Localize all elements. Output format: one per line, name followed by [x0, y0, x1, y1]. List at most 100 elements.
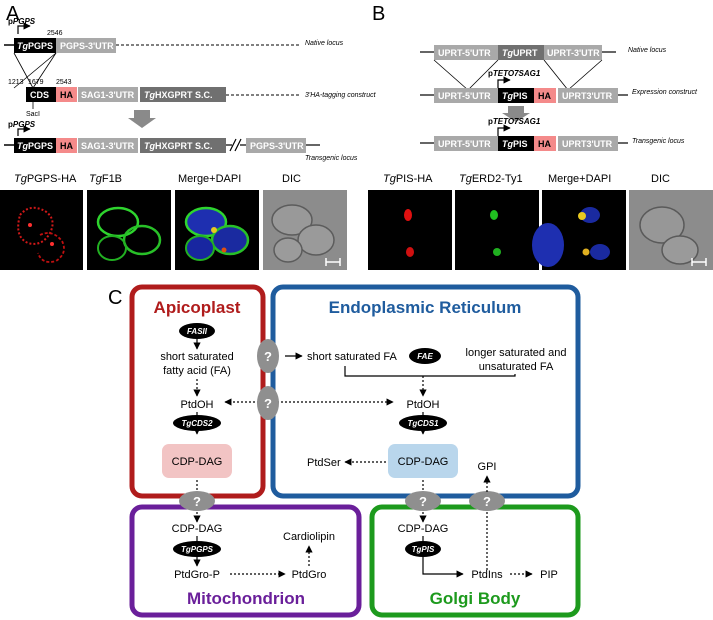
tgcds2-enzyme	[173, 415, 221, 431]
apicoplast-title: Apicoplast	[154, 298, 241, 317]
sag1-label-1: SAG1-3'UTR	[81, 90, 135, 100]
fasii-enzyme	[179, 323, 215, 339]
micrograph-a2-green	[87, 190, 171, 270]
promoter-label-b2: pTETO7SAG1	[488, 117, 541, 126]
uprt5-label-1: UPRT-5'UTR	[438, 48, 491, 58]
short-sat-fa-er: short saturated FA	[307, 351, 398, 363]
cds-label: CDS	[30, 90, 49, 100]
promoter-label-b1: pTETO7SAG1	[488, 69, 541, 78]
native-locus-label-b: Native locus	[628, 47, 667, 54]
transgenic-locus-label-a: Transgenic locus	[305, 155, 358, 162]
pos-1213: 1213	[8, 79, 24, 86]
promoter-label-a1: pPGPS	[8, 17, 36, 26]
tgpgps-box-2	[14, 138, 56, 153]
panel-a: A pPGPS 2546 TgPGPS PGPS-3'UTR Native lo…	[0, 3, 377, 270]
uprt3-box-3	[558, 136, 618, 151]
tgpis-label-2: TgPIS	[502, 139, 528, 149]
cds-box	[26, 87, 56, 102]
ha-label-a2: HA	[60, 141, 73, 151]
panel-b: B UPRT-5'UTR TgUPRT UPRT-3'UTR Native lo…	[368, 3, 713, 270]
micrograph-b3-merge	[532, 190, 626, 270]
tgpgps-label-2: TgPGPS	[17, 141, 53, 151]
pos-1679: 1679	[28, 79, 44, 86]
uprt3-box-2	[558, 88, 618, 103]
ha-label-b1: HA	[538, 91, 551, 101]
ha-label-a1: HA	[60, 90, 73, 100]
tgpis-label-1: TgPIS	[502, 91, 528, 101]
cardiolipin: Cardiolipin	[283, 531, 335, 543]
pgps-3utr-box-2	[246, 138, 306, 153]
question-transporter-1: ?	[257, 339, 279, 373]
tagging-construct-label: 3'HA-tagging construct	[305, 92, 377, 99]
down-arrow-a	[128, 110, 156, 128]
question-transporter-5: ?	[469, 491, 505, 511]
short-sat-fa-1: short saturated	[160, 351, 233, 363]
pgps-3utr-label-2: PGPS-3'UTR	[250, 141, 304, 151]
sag1-box-1	[78, 87, 138, 102]
svg-text:?: ?	[483, 494, 491, 509]
transgenic-locus-label-b: Transgenic locus	[632, 138, 685, 145]
tagging-construct-a: 1213 1679 2543 CDS HA SAG1-3'UTR TgHXGPR…	[8, 79, 377, 118]
uprt3-label-2: UPRT3'UTR	[562, 91, 613, 101]
cdp-dag-api: CDP-DAG	[172, 456, 223, 468]
uprt5-label-2: UPRT-5'UTR	[438, 91, 491, 101]
uprt3-box-1	[544, 45, 602, 60]
down-arrow-b	[502, 106, 530, 122]
scale-bar-b	[691, 258, 707, 266]
svg-text:?: ?	[419, 494, 427, 509]
native-locus-a: pPGPS 2546 TgPGPS PGPS-3'UTR Native locu…	[4, 17, 344, 53]
panel-a-letter: A	[6, 3, 20, 25]
uprt5-box-1	[434, 45, 498, 60]
hxgprt-box-2	[140, 138, 226, 153]
ha-box-a2	[56, 138, 77, 153]
tgpgps-enzyme	[173, 541, 221, 557]
ptdser: PtdSer	[307, 457, 341, 469]
mito-box	[129, 504, 362, 618]
micro-label-b1: TgPIS-HA	[383, 173, 433, 185]
mito-title: Mitochondrion	[187, 589, 305, 608]
micro-label-a1: TgPGPS-HA	[14, 173, 77, 185]
micro-label-b3: Merge+DAPI	[548, 173, 611, 185]
tguprt-label: TgUPRT	[502, 48, 538, 58]
svg-text:?: ?	[264, 396, 272, 411]
micrograph-a4-dic	[263, 190, 347, 270]
micro-label-a2: TgF1B	[89, 173, 122, 185]
native-locus-label-a: Native locus	[305, 40, 344, 47]
pip: PIP	[540, 569, 558, 581]
svg-text:?: ?	[264, 349, 272, 364]
fasii-label: FASII	[187, 327, 208, 336]
micrograph-b4-dic	[629, 190, 713, 270]
pos-2543: 2543	[56, 79, 72, 86]
sag1-label-2: SAG1-3'UTR	[81, 141, 135, 151]
tgpis-box-1	[498, 88, 534, 103]
promoter-label-a2: pPGPS	[8, 120, 36, 129]
gpi: GPI	[478, 461, 497, 473]
ptdins: PtdIns	[471, 569, 503, 581]
fae-enzyme	[409, 348, 441, 364]
panel-c: C Apicoplast Endoplasmic Reticulum Mitoc…	[108, 284, 581, 618]
scale-bar-a	[325, 258, 341, 266]
micrograph-a1-red	[0, 190, 83, 270]
ptdoh-er: PtdOH	[406, 399, 439, 411]
uprt3-label-3: UPRT3'UTR	[562, 139, 613, 149]
panel-c-letter: C	[108, 287, 122, 309]
hxgprt-box-1	[140, 87, 226, 102]
tgcds2-label: TgCDS2	[181, 419, 213, 428]
cdp-dag-api-box	[162, 444, 232, 478]
question-transporter-3: ?	[179, 491, 215, 511]
hxgprt-label-1: TgHXGPRT S.C.	[144, 90, 213, 100]
micro-label-a3: Merge+DAPI	[178, 173, 241, 185]
expression-construct-label: Expression construct	[632, 89, 698, 96]
pos-2546: 2546	[47, 30, 63, 37]
tgpgps-box-1	[14, 38, 56, 53]
ha-box-b1	[534, 88, 556, 103]
micro-label-b2: TgERD2-Ty1	[459, 173, 523, 185]
tgcds1-label: TgCDS1	[407, 419, 439, 428]
micrograph-b1-red	[368, 190, 452, 270]
tguprt-box	[498, 45, 544, 60]
tgpgps-label-1: TgPGPS	[17, 41, 53, 51]
longer-fa-1: longer saturated and	[466, 347, 567, 359]
uprt5-box-2	[434, 88, 498, 103]
cdp-dag-er: CDP-DAG	[398, 456, 449, 468]
micro-label-a4: DIC	[282, 173, 301, 185]
